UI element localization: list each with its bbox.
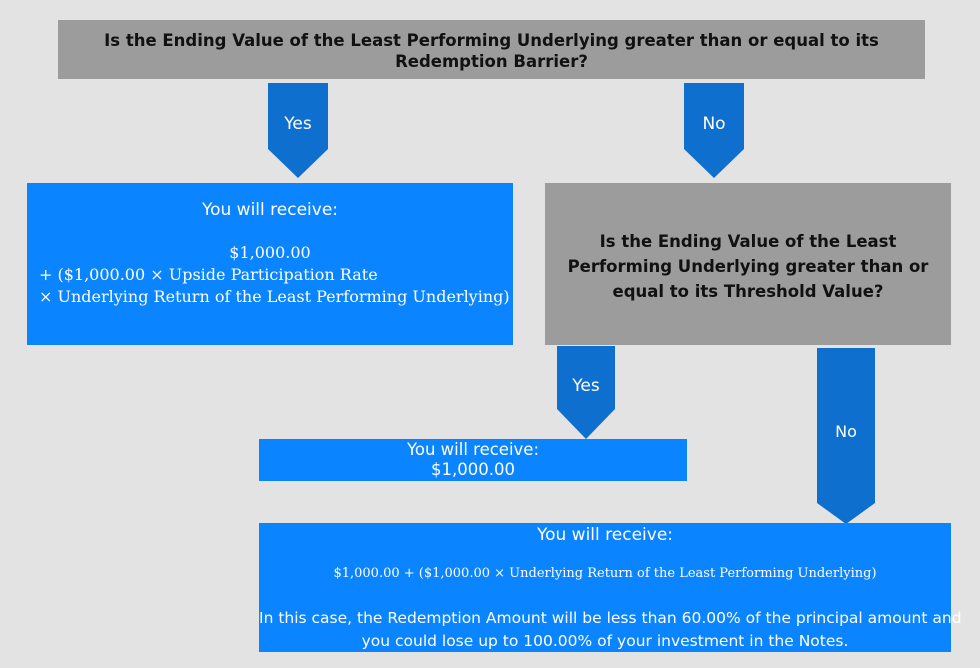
question-text-threshold-value: Is the Ending Value of the Least Perform… (567, 232, 929, 301)
outcome-1-line3: × Underlying Return of the Least Perform… (39, 287, 510, 306)
outcome-2-heading: You will receive: (406, 440, 540, 459)
no-arrow-1-shape (684, 83, 744, 178)
no-arrow-2: No (817, 348, 875, 524)
outcome-3-note-line1: In this case, the Redemption Amount will… (259, 609, 962, 627)
outcome-1-line2: + ($1,000.00 × Upside Participation Rate (39, 265, 378, 284)
no-label-1: No (702, 114, 726, 134)
outcome-3-formula: $1,000.00 + ($1,000.00 × Underlying Retu… (333, 566, 877, 581)
question-text-redemption-barrier: Is the Ending Value of the Least Perform… (104, 31, 879, 71)
yes-arrow-2: Yes (557, 346, 615, 439)
yes-arrow-2-shape (557, 346, 615, 439)
yes-arrow-1: Yes (268, 83, 328, 178)
no-arrow-1: No (684, 83, 744, 178)
outcome-3-note-line2: you could lose up to 100.00% of your inv… (361, 632, 849, 650)
no-label-2: No (835, 422, 857, 441)
question-box-redemption-barrier: Is the Ending Value of the Least Perform… (58, 20, 925, 79)
question-box-threshold-value: Is the Ending Value of the Least Perform… (545, 183, 951, 345)
outcome-3-heading: You will receive: (536, 525, 674, 545)
outcome-1-line1: $1,000.00 (229, 243, 311, 262)
outcome-2-amount: $1,000.00 (431, 460, 515, 479)
yes-label-2: Yes (572, 376, 600, 396)
outcome-box-above-threshold: You will receive: $1,000.00 (259, 439, 687, 481)
yes-arrow-1-shape (268, 83, 328, 178)
outcome-box-below-threshold: You will receive: $1,000.00 + ($1,000.00… (259, 523, 962, 652)
yes-label-1: Yes (284, 114, 312, 134)
no-arrow-2-shape (817, 348, 875, 524)
outcome-box-above-barrier: You will receive: $1,000.00 + ($1,000.00… (27, 183, 513, 345)
outcome-1-heading: You will receive: (201, 200, 339, 220)
